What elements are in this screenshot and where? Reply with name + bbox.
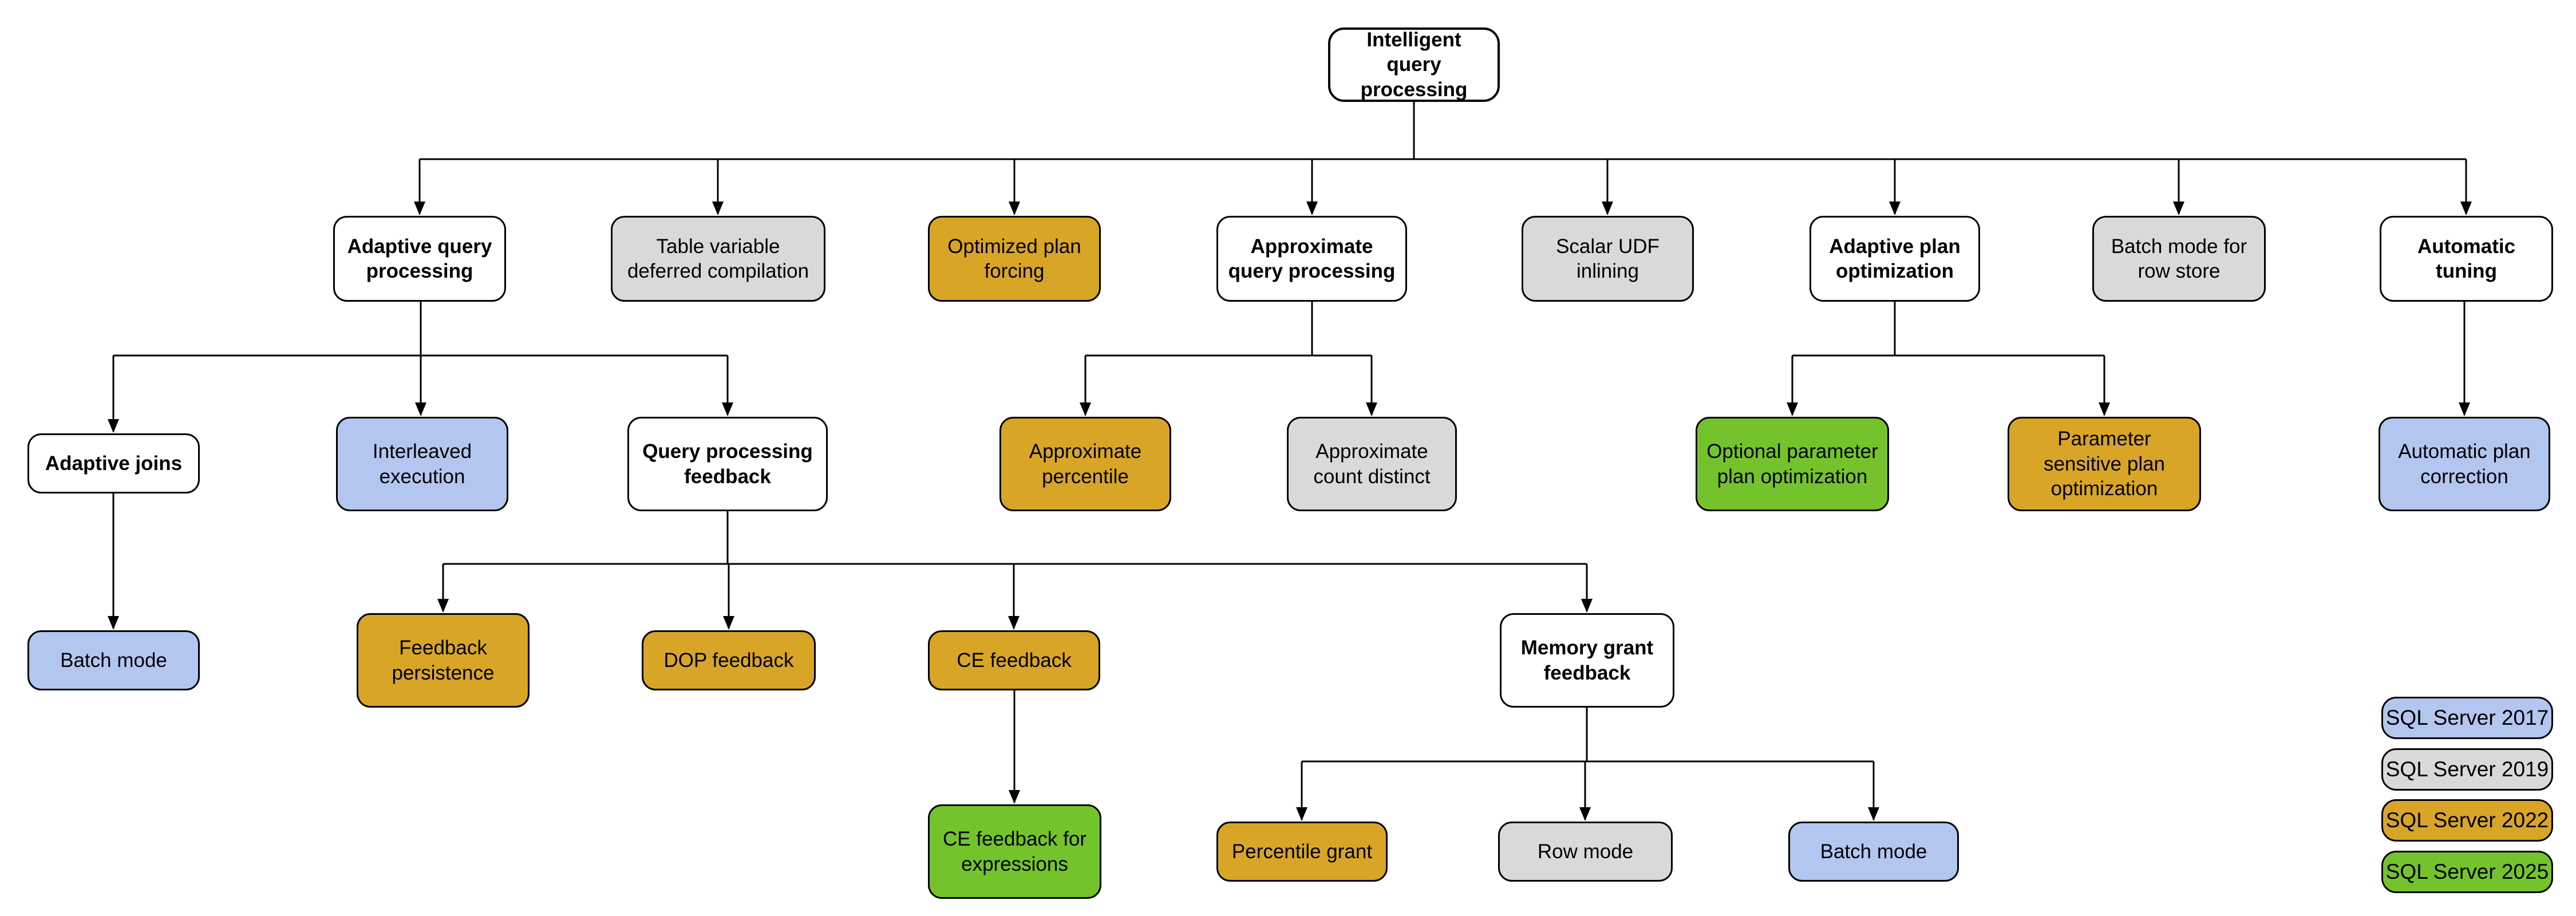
- node-query-processing-feedback: Query processing feedback: [627, 417, 828, 511]
- node-optional-parameter-plan-optimization: Optional parameter plan optimization: [1696, 417, 1889, 511]
- node-parameter-sensitive-plan-optimization: Parameter sensitive plan optimization: [2008, 417, 2201, 511]
- node-optimized-plan-forcing: Optimized plan forcing: [928, 216, 1101, 302]
- node-ce-feedback-for-expressions: CE feedback for expressions: [928, 804, 1101, 899]
- node-batch-mode-adaptive-joins: Batch mode: [27, 630, 200, 690]
- legend-sql-server-2017: SQL Server 2017: [2381, 697, 2553, 739]
- node-adaptive-query-processing: Adaptive query processing: [333, 216, 506, 302]
- node-memory-grant-feedback: Memory grant feedback: [1500, 613, 1674, 708]
- node-percentile-grant: Percentile grant: [1216, 822, 1388, 882]
- node-row-mode: Row mode: [1498, 822, 1673, 882]
- node-automatic-plan-correction: Automatic plan correction: [2379, 417, 2550, 511]
- legend-sql-server-2019: SQL Server 2019: [2381, 748, 2553, 791]
- node-adaptive-joins: Adaptive joins: [27, 433, 200, 493]
- node-feedback-persistence: Feedback persistence: [357, 613, 530, 708]
- node-ce-feedback: CE feedback: [928, 630, 1100, 690]
- legend-sql-server-2025: SQL Server 2025: [2381, 851, 2553, 893]
- node-batch-mode-for-row-store: Batch mode for row store: [2092, 216, 2266, 302]
- node-automatic-tuning: Automatic tuning: [2380, 216, 2553, 302]
- node-approximate-count-distinct: Approximate count distinct: [1287, 417, 1457, 511]
- node-intelligent-query-processing: Intelligent query processing: [1328, 27, 1500, 102]
- legend-sql-server-2022: SQL Server 2022: [2381, 799, 2553, 842]
- node-interleaved-execution: Interleaved execution: [336, 417, 508, 511]
- node-batch-mode-memory-grant: Batch mode: [1788, 822, 1959, 882]
- node-approximate-percentile: Approximate percentile: [999, 417, 1171, 511]
- node-dop-feedback: DOP feedback: [642, 630, 816, 690]
- node-table-variable-deferred-compilation: Table variable deferred compilation: [611, 216, 825, 302]
- node-adaptive-plan-optimization: Adaptive plan optimization: [1809, 216, 1980, 302]
- node-approximate-query-processing: Approximate query processing: [1216, 216, 1407, 302]
- node-scalar-udf-inlining: Scalar UDF inlining: [1522, 216, 1694, 302]
